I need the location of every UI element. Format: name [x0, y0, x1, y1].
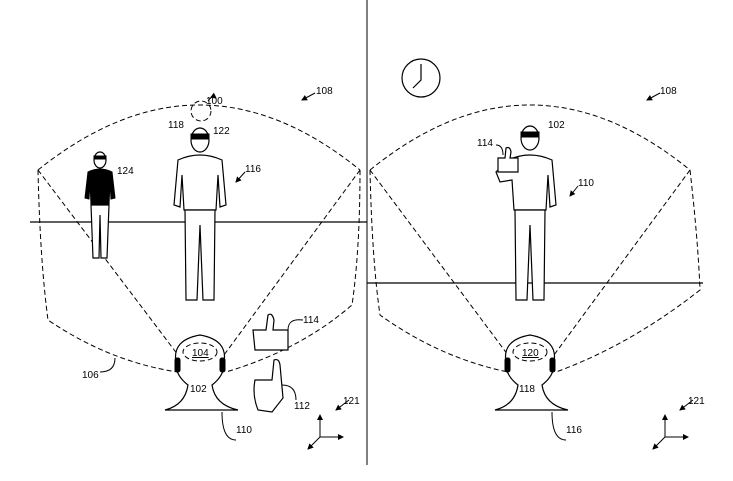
frustum-line: [37, 169, 179, 356]
person-user: [495, 125, 557, 301]
label-118: 118: [168, 120, 184, 131]
label-104: 104: [192, 348, 209, 359]
label-102: 102: [548, 120, 565, 131]
hmd-earpiece: [549, 357, 556, 373]
virtual-thumbs-up: [252, 313, 289, 351]
label-110: 110: [578, 178, 594, 189]
hmd-display: [182, 342, 218, 362]
hmd-earpiece: [219, 357, 226, 373]
field-of-view-left: [37, 169, 179, 373]
right-panel: 108 102 114 110 120 118 116 121: [367, 58, 705, 450]
label-122: 122: [213, 126, 230, 137]
coordinate-axes: [307, 414, 344, 450]
hmd-earpiece: [504, 357, 511, 373]
label-114: 114: [303, 315, 319, 326]
label-124: 124: [117, 166, 134, 177]
label-108: 108: [316, 86, 333, 97]
field-of-view-top: [369, 104, 691, 171]
label-102: 102: [190, 384, 207, 395]
viewer-head: [164, 334, 239, 411]
field-of-view-left: [369, 169, 509, 373]
hmd-earpiece: [174, 357, 181, 373]
frustum-line: [223, 169, 361, 356]
label-108: 108: [660, 86, 677, 97]
field-of-view-right: [225, 169, 361, 373]
person-bystander: [84, 151, 116, 259]
person-other-user: [173, 127, 227, 301]
hmd-display: [512, 342, 548, 362]
label-110: 110: [236, 425, 252, 436]
label-112: 112: [294, 401, 310, 412]
coordinate-axes: [652, 414, 689, 450]
label-121: 121: [688, 396, 705, 407]
clock-icon: [401, 58, 441, 98]
viewer-head: [494, 334, 569, 411]
field-of-view-right: [555, 169, 701, 373]
virtual-thumbs-up: [497, 146, 519, 173]
field-of-view-top: [37, 104, 361, 171]
label-116: 116: [245, 164, 261, 175]
frustum-line: [553, 169, 691, 356]
label-121: 121: [343, 396, 360, 407]
label-118: 118: [519, 384, 535, 395]
label-120: 120: [522, 348, 539, 359]
label-116: 116: [566, 425, 582, 436]
virtual-object: [190, 100, 212, 122]
label-114: 114: [477, 138, 493, 149]
label-100: 100: [206, 96, 223, 107]
label-106: 106: [82, 370, 99, 381]
frustum-line: [369, 169, 509, 356]
hand-thumbs-up: [253, 358, 284, 413]
left-panel: 100 108 118 122 124 116 104 102 106 114 …: [30, 86, 367, 450]
